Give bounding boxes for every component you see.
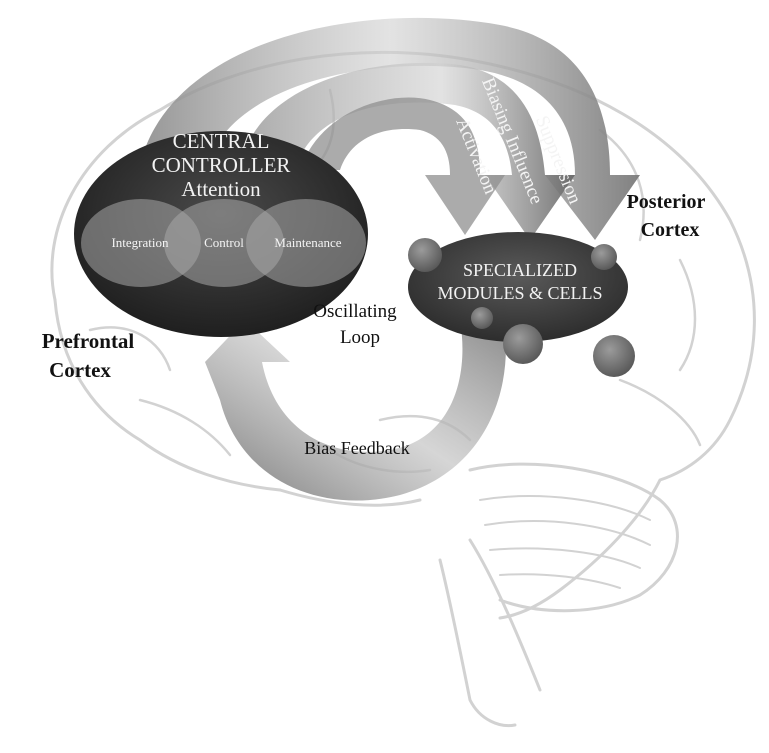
oscillating-loop <box>205 300 506 501</box>
integration-label: Integration <box>111 235 169 250</box>
middle-arc-arrow <box>240 62 575 240</box>
modules-label-line1: SPECIALIZED <box>463 260 577 280</box>
controller-label-line1: CENTRAL <box>173 129 270 153</box>
cell-dot <box>593 335 635 377</box>
posterior-cortex-line1: Posterior <box>627 191 706 213</box>
prefrontal-cortex-line2: Cortex <box>49 358 111 382</box>
cell-dot <box>408 238 442 272</box>
oscillating-loop-line1: Oscillating <box>313 301 397 322</box>
maintenance-circle <box>246 199 366 287</box>
modules-label-line2: MODULES & CELLS <box>437 283 602 303</box>
cell-dot <box>591 244 617 270</box>
modules-ellipse <box>408 232 628 342</box>
outer-arc-arrow <box>140 17 640 240</box>
control-label: Control <box>204 235 244 250</box>
specialized-modules: SPECIALIZED MODULES & CELLS <box>408 232 635 377</box>
posterior-cortex-line2: Cortex <box>641 219 700 241</box>
bias-feedback-label: Bias Feedback <box>304 438 409 458</box>
controller-label-line2: CONTROLLER <box>152 153 291 177</box>
cell-dot <box>471 307 493 329</box>
oscillating-loop-line2: Loop <box>340 327 380 348</box>
prefrontal-cortex-line1: Prefrontal <box>42 329 135 353</box>
attention-label: Attention <box>181 177 261 201</box>
top-arrows <box>140 17 640 240</box>
maintenance-label: Maintenance <box>274 235 341 250</box>
integration-circle <box>81 199 201 287</box>
loop-arrow <box>205 300 506 501</box>
cell-dot <box>503 324 543 364</box>
inner-arc-arrow <box>300 97 505 235</box>
central-controller: CENTRAL CONTROLLER Attention Integration… <box>74 129 368 337</box>
control-circle <box>164 199 284 287</box>
